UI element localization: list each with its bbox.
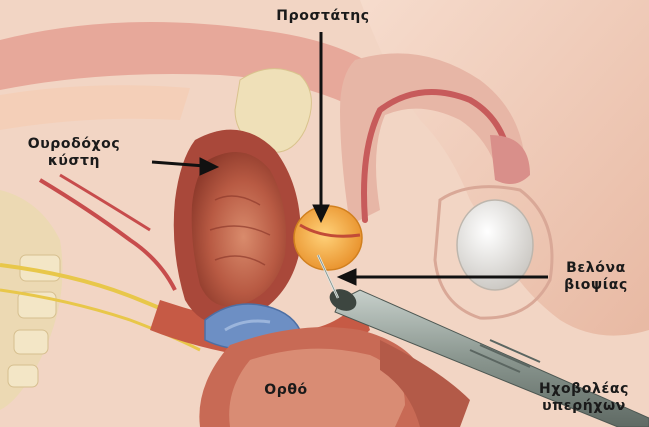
label-ultrasound-probe: Ηχοβολέας υπερήχων	[520, 381, 648, 415]
vertebra-4	[8, 365, 38, 387]
label-rectum-text: Ορθό	[246, 382, 326, 399]
label-probe-line1: Ηχοβολέας	[520, 381, 648, 398]
label-bladder-line2: κύστη	[4, 153, 144, 170]
label-rectum: Ορθό	[246, 382, 326, 399]
label-biopsy-needle: Βελόνα βιοψίας	[548, 260, 644, 294]
label-prostate: Προστάτης	[258, 8, 388, 25]
bladder-lumen	[192, 152, 286, 306]
label-bladder-line1: Ουροδόχος	[4, 136, 144, 153]
label-needle-line1: Βελόνα	[548, 260, 644, 277]
label-prostate-text: Προστάτης	[258, 8, 388, 25]
label-bladder: Ουροδόχος κύστη	[4, 136, 144, 170]
label-probe-line2: υπερήχων	[520, 398, 648, 415]
vertebra-3	[14, 330, 48, 354]
label-needle-line2: βιοψίας	[548, 277, 644, 294]
prostate-gland	[294, 206, 362, 270]
